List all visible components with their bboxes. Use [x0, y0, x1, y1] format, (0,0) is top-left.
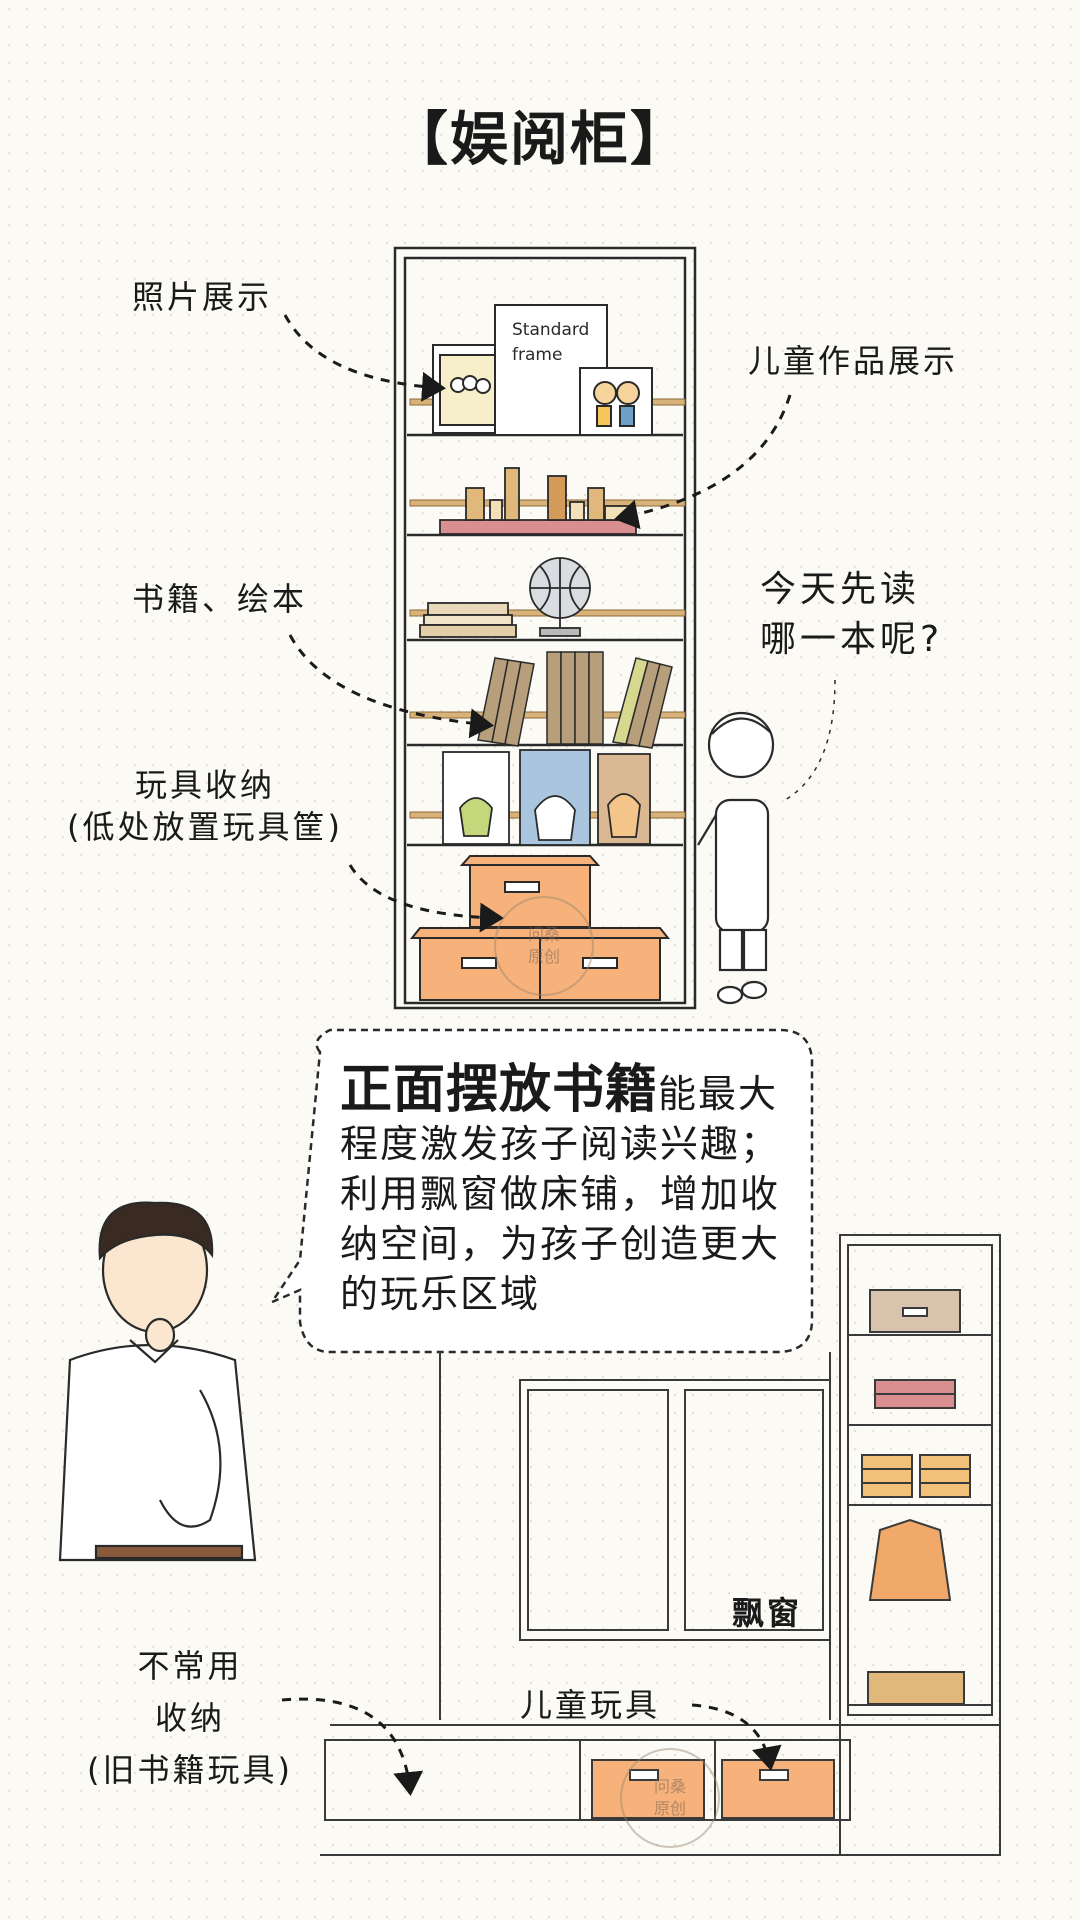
wardrobe [839, 1234, 1001, 1856]
watermark-line2: 原创 [527, 947, 560, 966]
picture-books [442, 749, 651, 846]
dashed-arrows-lower [281, 1697, 782, 1796]
child-figure [697, 711, 775, 1005]
label-books: 书籍、绘本 [132, 580, 308, 618]
watermark-line1-lower: 问桑 [653, 1777, 686, 1796]
dashed-arrows-upper [283, 314, 792, 933]
label-rarely-used-line1: 不常用 [137, 1647, 243, 1685]
watermark-line1: 问桑 [527, 925, 560, 944]
label-rarely-used-line2: 收纳 [154, 1699, 225, 1737]
bubble-emphasis: 正面摆放书籍 [340, 1060, 659, 1120]
frame-text-2: frame [512, 345, 562, 365]
globe-and-books [419, 557, 591, 638]
bubble-text: 正面摆放书籍能最大程度激发孩子阅读兴趣；利用飘窗做床铺，增加收纳空间，为孩子创造… [340, 1064, 800, 1319]
frame-text-1: Standard [512, 320, 589, 340]
page-title: 【娱阅柜】 [389, 105, 690, 173]
label-kids-toys: 儿童玩具 [520, 1686, 661, 1724]
child-speech-line1: 今天先读 [760, 569, 921, 610]
label-photo-display: 照片展示 [132, 278, 273, 316]
books [477, 651, 673, 749]
city-model [439, 467, 637, 535]
label-rarely-used: 不常用 收纳 (旧书籍玩具) [55, 1640, 325, 1796]
child-speech-line2: 哪一本呢? [760, 619, 944, 660]
bubble-rest: 能最大程度激发孩子阅读兴趣；利用飘窗做床铺，增加收纳空间，为孩子创造更大的玩乐区… [340, 1072, 781, 1316]
watermark-line2-lower: 原创 [653, 1799, 686, 1818]
label-toy-storage: 玩具收纳 (低处放置玩具筐) [55, 764, 355, 848]
man-figure [58, 1201, 257, 1562]
label-bay-window: 飘窗 [732, 1594, 803, 1632]
photo-frames [432, 304, 653, 436]
speech-bubble [268, 1028, 814, 1354]
child-speech: 今天先读 哪一本呢? [760, 565, 960, 665]
label-rarely-used-line3: (旧书籍玩具) [87, 1751, 293, 1789]
label-toy-storage-line1: 玩具收纳 [134, 766, 275, 804]
watermark-stamp-lower: 问桑 原创 [620, 1748, 720, 1848]
label-kids-work-display: 儿童作品展示 [748, 342, 959, 380]
watermark-stamp-upper: 问桑 原创 [494, 896, 594, 996]
label-toy-storage-line2: (低处放置玩具筐) [67, 808, 343, 846]
